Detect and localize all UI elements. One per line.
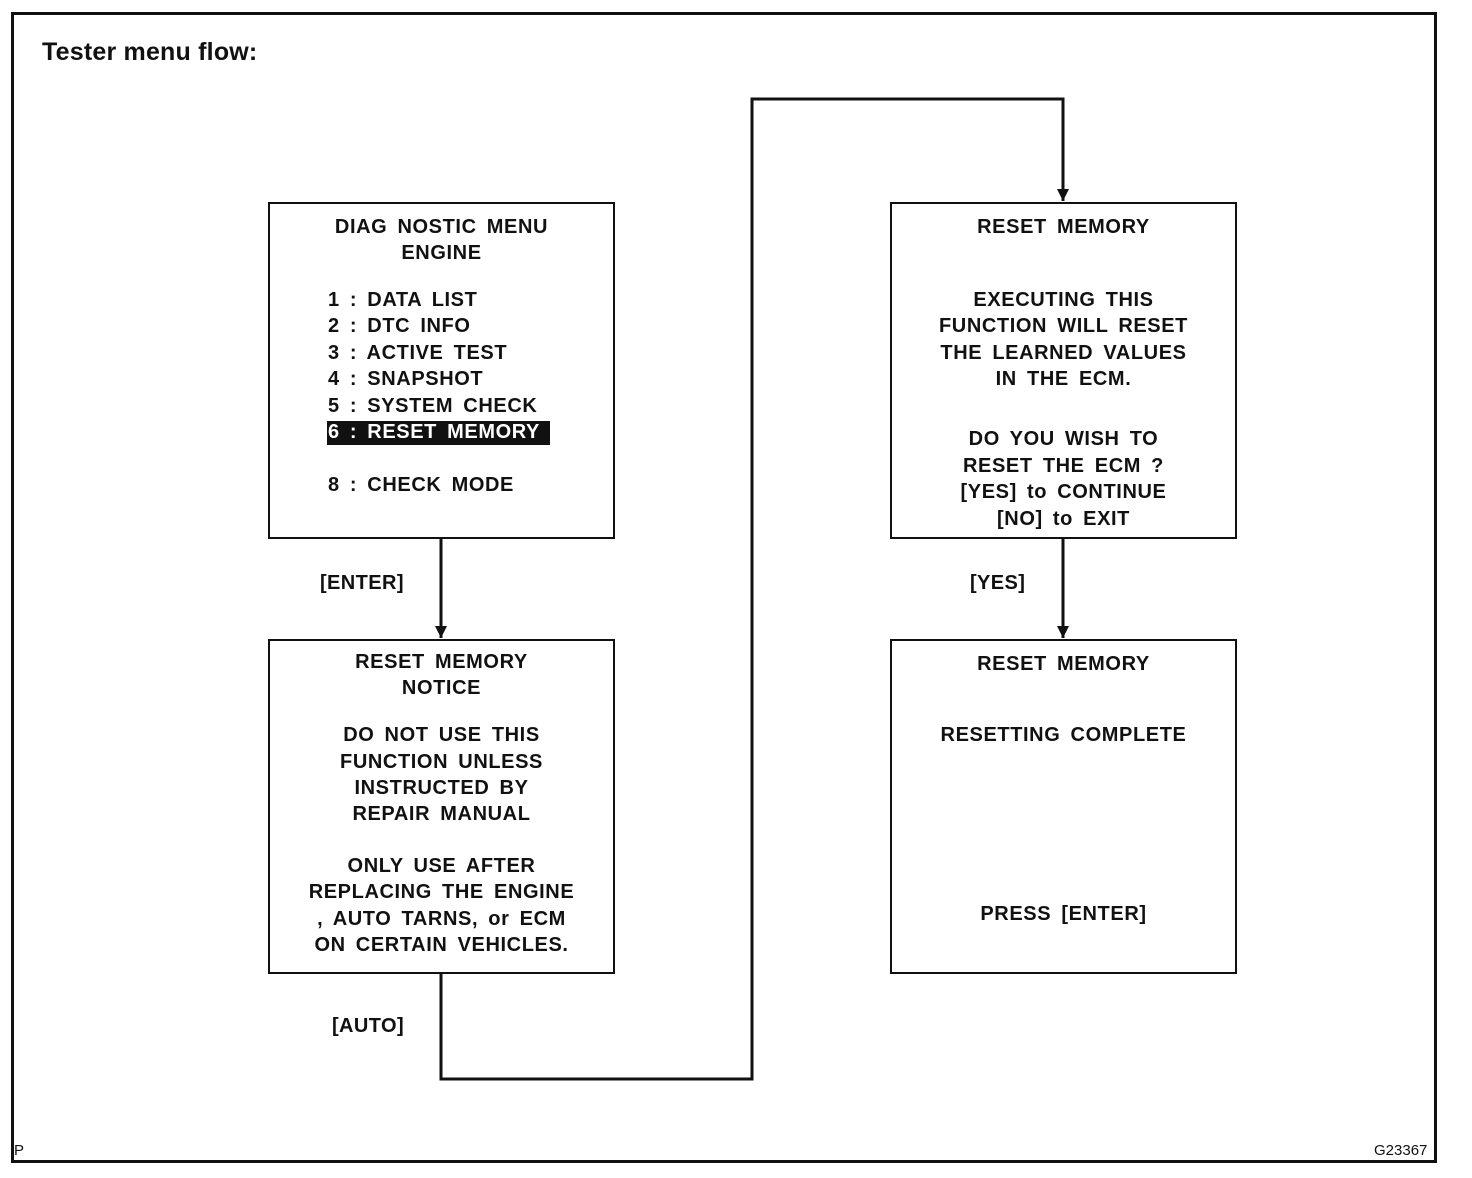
notice-text: , AUTO TARNS, or ECM — [317, 908, 566, 930]
menu-item-system-check[interactable]: 5 : SYSTEM CHECK — [328, 395, 538, 417]
reset-complete-screen: RESET MEMORY RESETTING COMPLETE PRESS [E… — [890, 639, 1237, 974]
menu-item-reset-memory-selected[interactable]: 6 : RESET MEMORY — [327, 421, 550, 445]
confirm-text: FUNCTION WILL RESET — [938, 315, 1189, 337]
figure-id: G23367 — [1374, 1142, 1428, 1159]
corner-mark: P — [14, 1142, 25, 1159]
press-enter-prompt[interactable]: PRESS [ENTER] — [980, 903, 1147, 925]
yes-option[interactable]: [YES] to CONTINUE — [960, 481, 1167, 503]
screen-subheading: NOTICE — [401, 677, 482, 699]
notice-text: REPLACING THE ENGINE — [308, 881, 575, 903]
complete-message: RESETTING COMPLETE — [940, 724, 1187, 746]
arrow-auto-path — [439, 97, 1069, 1081]
notice-text: ONLY USE AFTER — [347, 855, 536, 877]
confirm-text: EXECUTING THIS — [973, 289, 1154, 311]
menu-item-active-test[interactable]: 3 : ACTIVE TEST — [328, 342, 508, 364]
enter-key-label: [ENTER] — [320, 572, 404, 594]
screen-heading: DIAG NOSTIC MENU — [334, 216, 549, 238]
page-title: Tester menu flow: — [42, 38, 258, 66]
yes-key-label: [YES] — [970, 572, 1026, 594]
reset-memory-notice-screen: RESET MEMORY NOTICE DO NOT USE THIS FUNC… — [268, 639, 615, 974]
notice-text: ON CERTAIN VEHICLES. — [314, 934, 569, 956]
confirm-question: RESET THE ECM ? — [962, 455, 1164, 477]
reset-memory-confirm-screen: RESET MEMORY EXECUTING THIS FUNCTION WIL… — [890, 202, 1237, 539]
no-option[interactable]: [NO] to EXIT — [997, 508, 1130, 530]
diagnostic-menu-screen: DIAG NOSTIC MENU ENGINE 1 : DATA LIST 2 … — [268, 202, 615, 539]
screen-heading: RESET MEMORY — [977, 216, 1150, 238]
menu-item-data-list[interactable]: 1 : DATA LIST — [328, 289, 478, 311]
screen-subheading: ENGINE — [401, 242, 482, 264]
notice-text: REPAIR MANUAL — [352, 803, 531, 825]
menu-item-snapshot[interactable]: 4 : SNAPSHOT — [328, 368, 484, 390]
notice-text: DO NOT USE THIS — [343, 724, 540, 746]
screen-heading: RESET MEMORY — [355, 651, 528, 673]
diagram-frame — [11, 12, 1437, 1163]
screen-heading: RESET MEMORY — [977, 653, 1150, 675]
auto-label: [AUTO] — [332, 1015, 405, 1037]
menu-item-check-mode[interactable]: 8 : CHECK MODE — [328, 474, 514, 496]
notice-text: INSTRUCTED BY — [354, 777, 529, 799]
confirm-text: THE LEARNED VALUES — [940, 342, 1187, 364]
menu-item-dtc-info[interactable]: 2 : DTC INFO — [328, 315, 471, 337]
confirm-text: IN THE ECM. — [995, 368, 1132, 390]
notice-text: FUNCTION UNLESS — [340, 751, 543, 773]
confirm-question: DO YOU WISH TO — [968, 428, 1159, 450]
